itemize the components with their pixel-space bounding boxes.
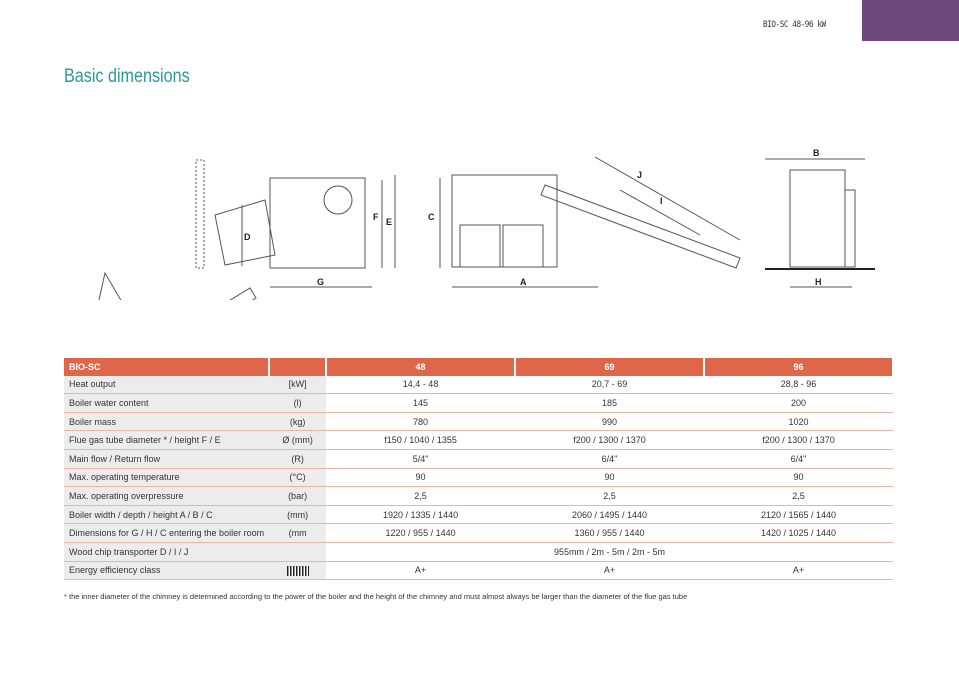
row-value: 955mm / 2m - 5m / 2m - 5m [326,542,893,562]
side-view-drawing: D F E G [98,159,396,300]
row-value: 2120 / 1565 / 1440 [704,505,893,525]
dim-label-f: F [373,212,379,222]
row-unit: (mm [269,523,327,543]
specs-table: BIO-SC 48 69 96 Heat output[kW]14,4 - 48… [64,358,894,581]
row-value: 200 [704,393,893,413]
dim-label-d: D [244,232,251,242]
dim-label-a: A [520,277,527,287]
energy-label-icon [286,565,309,576]
table-row: Main flow / Return flow(R)5/4"6/4"6/4" [64,449,893,469]
row-value: 90 [515,468,705,488]
row-value: 990 [515,412,705,432]
header-model-69: 69 [515,358,706,376]
row-value: 14,4 - 48 [326,375,516,395]
row-unit: Ø (mm) [269,430,327,450]
row-value: 1420 / 1025 / 1440 [704,523,893,543]
row-label: Heat output [64,375,270,395]
row-unit: (l) [269,393,327,413]
row-value: A+ [326,561,516,581]
dim-label-c: C [428,212,435,222]
row-value: 1920 / 1335 / 1440 [326,505,516,525]
table-row: Wood chip transporter D / I / J 955mm / … [64,542,893,562]
dim-label-h: H [815,277,822,287]
product-header: BIO-SC 48-96 kW [763,20,826,30]
dimension-drawings: D F E G C A J I B H [98,148,875,300]
row-value: A+ [515,561,705,581]
row-value: 1360 / 955 / 1440 [515,523,705,543]
row-value: 90 [704,468,893,488]
row-label: Main flow / Return flow [64,449,270,469]
header-model-48: 48 [326,358,517,376]
row-value: 2,5 [515,486,705,506]
page-title: Basic dimensions [64,66,190,87]
row-unit: (R) [269,449,327,469]
header-label: BIO-SC [64,358,271,376]
row-unit: (bar) [269,486,327,506]
table-row: Boiler width / depth / height A / B / C(… [64,505,893,525]
accent-band [862,0,959,41]
row-value: A+ [704,561,893,581]
row-label: Dimensions for G / H / C entering the bo… [64,523,270,543]
row-value: 2060 / 1495 / 1440 [515,505,705,525]
dim-label-e: E [386,217,392,227]
front-view-drawing: C A J I [428,156,741,288]
top-view-drawing: B H [765,148,875,288]
row-unit: (mm) [269,505,327,525]
row-value: 1220 / 955 / 1440 [326,523,516,543]
row-value: f150 / 1040 / 1355 [326,430,516,450]
row-unit: (kg) [269,412,327,432]
row-label: Boiler water content [64,393,270,413]
dim-label-i: I [660,196,663,206]
row-unit: (°C) [269,468,327,488]
row-value: 2,5 [704,486,893,506]
footnote: * the inner diameter of the chimney is d… [64,592,688,601]
dim-label-b: B [813,148,820,158]
row-label: Energy efficiency class [64,561,270,581]
table-row: Energy efficiency class A+ A+ A+ [64,561,893,581]
row-value: 1020 [704,412,893,432]
row-value: 6/4" [704,449,893,469]
row-value: f200 / 1300 / 1370 [515,430,705,450]
header-model-96: 96 [704,358,894,376]
header-unit [269,358,328,376]
row-label: Boiler mass [64,412,270,432]
row-value: 145 [326,393,516,413]
row-label: Flue gas tube diameter * / height F / E [64,430,270,450]
table-row: Dimensions for G / H / C entering the bo… [64,523,893,543]
row-label: Wood chip transporter D / I / J [64,542,270,562]
dim-label-j: J [637,170,642,180]
row-label: Max. operating overpressure [64,486,270,506]
row-value: 6/4" [515,449,705,469]
row-value: 28,8 - 96 [704,375,893,395]
row-value: 2,5 [326,486,516,506]
row-value: 20,7 - 69 [515,375,705,395]
row-value: 185 [515,393,705,413]
dim-label-g: G [317,277,324,287]
row-value: 90 [326,468,516,488]
row-label: Max. operating temperature [64,468,270,488]
table-header-row: BIO-SC 48 69 96 [64,358,894,376]
row-value: 5/4" [326,449,516,469]
row-value: f200 / 1300 / 1370 [704,430,893,450]
row-label: Boiler width / depth / height A / B / C [64,505,270,525]
row-unit: [kW] [269,375,327,395]
row-value: 780 [326,412,516,432]
